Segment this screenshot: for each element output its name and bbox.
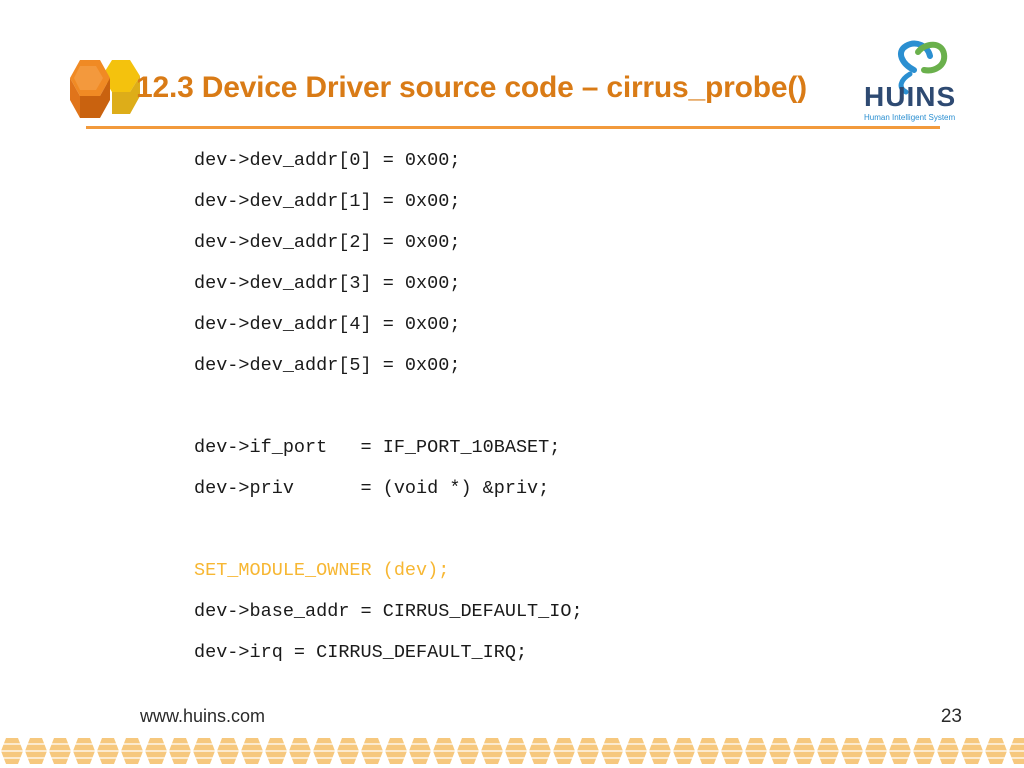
title-divider	[86, 126, 940, 129]
slide-title: 12.3 Device Driver source code – cirrus_…	[136, 71, 807, 104]
code-line: dev->dev_addr[3] = 0x00;	[194, 273, 461, 294]
code-line: dev->dev_addr[1] = 0x00;	[194, 191, 461, 212]
svg-text:HUINS: HUINS	[864, 81, 956, 112]
code-line: dev->base_addr = CIRRUS_DEFAULT_IO;	[194, 601, 583, 622]
code-line: dev->dev_addr[5] = 0x00;	[194, 355, 461, 376]
code-blank-line	[194, 509, 583, 550]
code-line: dev->if_port = IF_PORT_10BASET;	[194, 437, 561, 458]
code-line: dev->dev_addr[2] = 0x00;	[194, 232, 461, 253]
code-line-highlighted: SET_MODULE_OWNER (dev);	[194, 560, 450, 581]
footer-url: www.huins.com	[140, 706, 266, 726]
code-line: dev->dev_addr[4] = 0x00;	[194, 314, 461, 335]
svg-text:Human Intelligent System: Human Intelligent System	[864, 113, 955, 122]
page-number: 23	[940, 706, 962, 727]
code-line: dev->priv = (void *) &priv;	[194, 478, 550, 499]
code-listing: dev->dev_addr[0] = 0x00; dev->dev_addr[1…	[194, 140, 583, 673]
bottom-pattern-border	[0, 734, 1024, 768]
title-cube-icon	[70, 60, 140, 118]
huins-logo: HUINS Human Intelligent System	[864, 40, 956, 122]
code-line: dev->irq = CIRRUS_DEFAULT_IRQ;	[194, 642, 528, 663]
code-line: dev->dev_addr[0] = 0x00;	[194, 150, 461, 171]
code-blank-line	[194, 386, 583, 427]
